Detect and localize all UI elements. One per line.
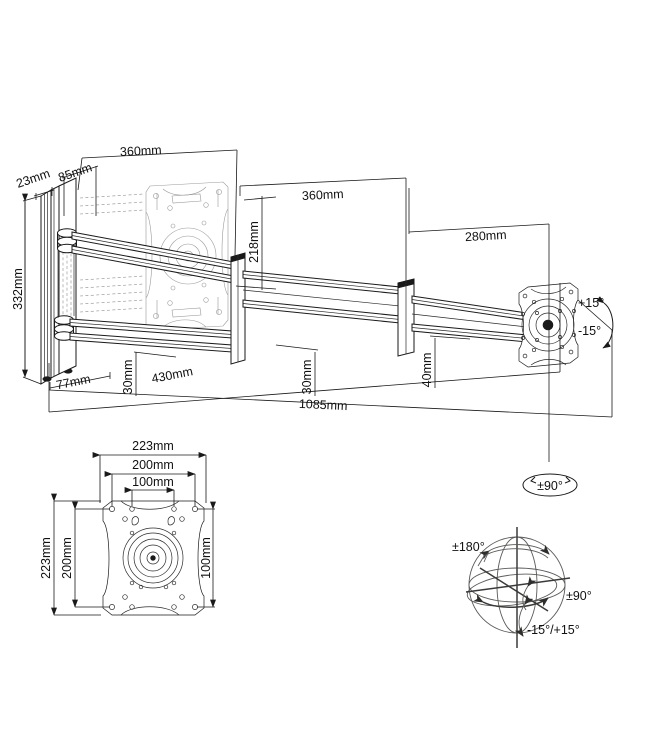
sphere-label-tilt: -15°/+15° <box>527 623 580 637</box>
dim-label-430: 430mm <box>150 364 194 386</box>
vesa-label-223-width: 223mm <box>132 439 174 453</box>
vesa-label-223-height: 223mm <box>39 537 53 579</box>
dim-label-332: 332mm <box>11 268 25 310</box>
arm-segment-lower-rear <box>69 318 233 353</box>
vesa-label-200-width: 200mm <box>132 458 174 472</box>
arm-segment-upper-rear <box>71 231 235 284</box>
dim-label-30-b: 30mm <box>300 360 314 395</box>
vesa-dimension-lines <box>51 452 216 616</box>
swivel-label: ±90° <box>537 479 563 493</box>
dim-label-1085: 1085mm <box>299 397 348 413</box>
arm-segment-front <box>411 295 528 343</box>
vesa-plate-detail-view: 223mm 200mm 100mm 223mm 200mm 100mm <box>39 439 216 616</box>
dim-label-218: 218mm <box>247 221 261 263</box>
sphere-label-90: ±90° <box>566 589 592 603</box>
arm-segment-middle <box>242 270 401 324</box>
vesa-hole-pattern <box>109 506 198 610</box>
dim-label-30-a: 30mm <box>121 360 135 395</box>
middle-joint-column <box>230 252 246 365</box>
rotation-sphere-diagram: ±180° ±90° -15°/+15° <box>452 527 592 648</box>
head-vesa-plate <box>518 282 579 368</box>
dim-label-40: 40mm <box>420 353 434 388</box>
sphere-label-180: ±180° <box>452 540 485 554</box>
vesa-dimension-labels: 223mm 200mm 100mm 223mm 200mm 100mm <box>39 439 213 579</box>
tilt-down-label: -15° <box>578 324 601 338</box>
vesa-label-200-height: 200mm <box>60 537 74 579</box>
dim-label-360-a: 360mm <box>120 143 162 159</box>
dim-label-280: 280mm <box>465 228 507 244</box>
dim-label-23: 23mm <box>14 166 51 191</box>
swivel-annotation: ±90° <box>522 473 578 497</box>
dim-label-360-b: 360mm <box>302 187 344 203</box>
vesa-label-100-height: 100mm <box>199 537 213 579</box>
second-joint-column <box>397 278 415 357</box>
main-perspective-view: 360mm 85mm 23mm 332mm 218mm 360mm 280mm … <box>11 143 614 497</box>
tilt-up-label: +15° <box>578 296 604 310</box>
vesa-label-100-width: 100mm <box>132 475 174 489</box>
dim-label-77: 77mm <box>55 372 92 392</box>
dimension-lines <box>22 149 613 462</box>
tilt-annotation: +15° -15° <box>578 296 614 349</box>
